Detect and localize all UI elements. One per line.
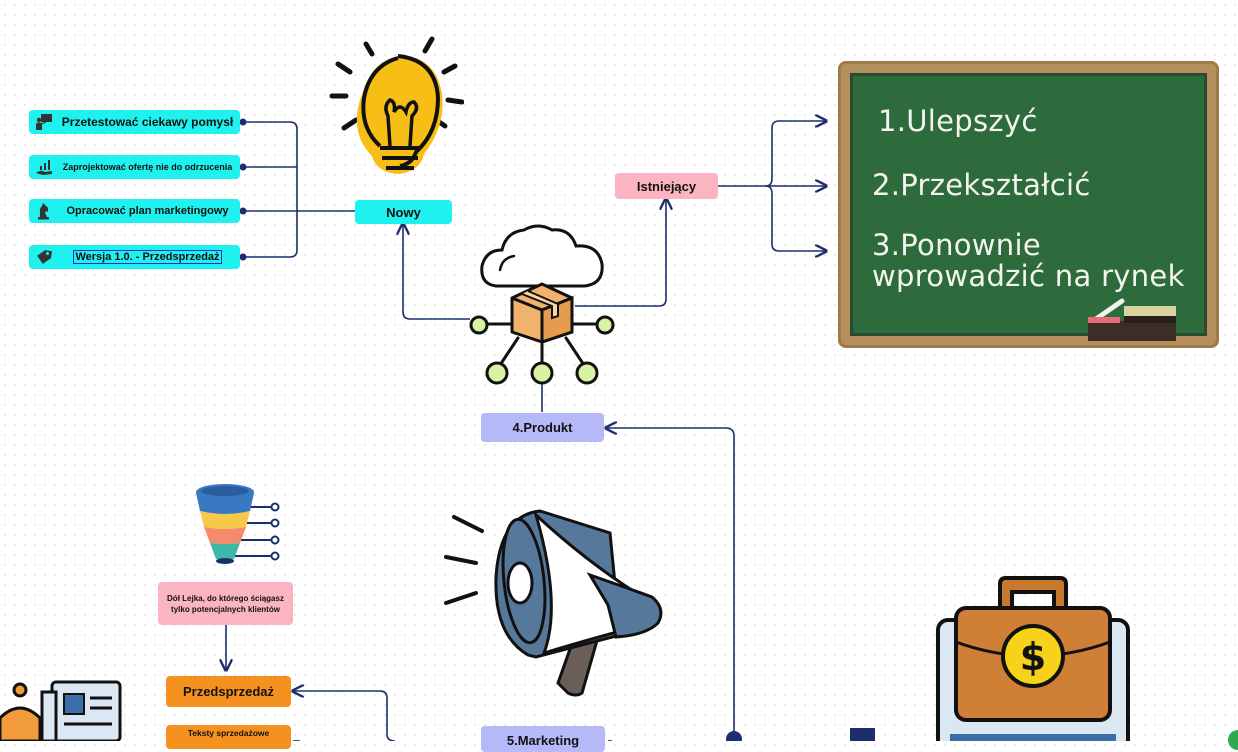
- board-item-2: 2.Przekształcić: [872, 168, 1091, 202]
- price-tag-icon: [33, 247, 55, 267]
- partial-green-icon: [1228, 730, 1238, 750]
- idea-label: Wersja 1.0. - Przedsprzedaż: [73, 250, 222, 264]
- lightbulb-icon: [329, 36, 464, 174]
- chalkboard-surface: [850, 73, 1207, 336]
- board-item-3: 3.Ponownie wprowadzić na rynek: [872, 228, 1185, 293]
- idea-item-version[interactable]: Wersja 1.0. - Przedsprzedaż: [29, 245, 240, 269]
- eraser-icon: [1088, 298, 1176, 341]
- newspaper-icon: [0, 680, 122, 741]
- node-funnel-bottom[interactable]: Dół Lejka, do którego ściągasz tylko pot…: [158, 582, 293, 625]
- idea-item-test[interactable]: Przetestować ciekawy pomysł: [29, 110, 240, 134]
- idea-label: Opracować plan marketingowy: [66, 205, 229, 217]
- megaphone-icon: [444, 509, 663, 697]
- idea-label: Zaprojektować ofertę nie do odrzucenia: [62, 162, 233, 172]
- node-teksty[interactable]: Teksty sprzedażowe: [166, 725, 291, 749]
- idea-label: Przetestować ciekawy pomysł: [61, 115, 234, 129]
- node-produkt[interactable]: 4.Produkt: [481, 413, 604, 442]
- chess-knight-icon: [33, 201, 55, 221]
- presenter-icon: [33, 112, 55, 132]
- node-marketing[interactable]: 5.Marketing: [481, 726, 605, 752]
- cloud-product-icon: [469, 224, 615, 385]
- idea-item-offer[interactable]: Zaprojektować ofertę nie do odrzucenia: [29, 155, 240, 179]
- briefcase-icon: $: [936, 576, 1130, 741]
- node-przedsprzedaz[interactable]: Przedsprzedaż: [166, 676, 291, 707]
- idea-item-plan[interactable]: Opracować plan marketingowy: [29, 199, 240, 223]
- node-istniejacy[interactable]: Istniejący: [615, 173, 718, 199]
- board-item-1: 1.Ulepszyć: [878, 104, 1038, 138]
- funnel-icon: [196, 484, 280, 564]
- growth-hand-icon: [33, 157, 55, 177]
- chalkboard: [838, 61, 1219, 348]
- node-nowy[interactable]: Nowy: [355, 200, 452, 224]
- svg-text:$: $: [1020, 635, 1046, 679]
